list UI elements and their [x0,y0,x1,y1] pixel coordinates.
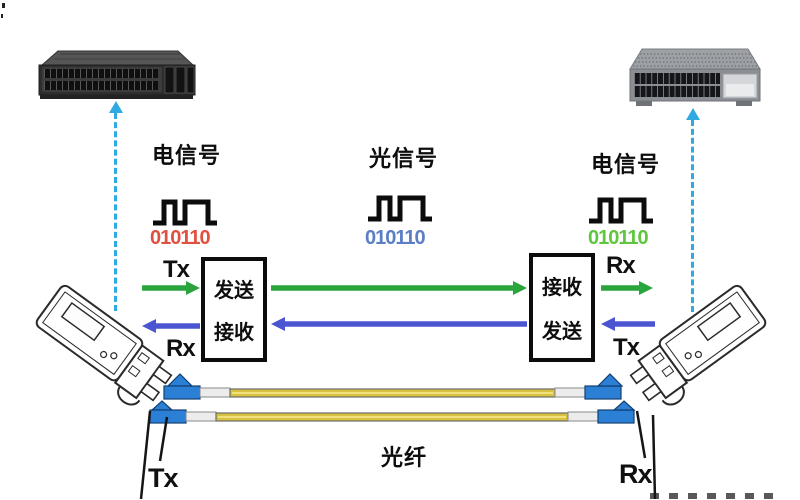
fiber-tx-label: Tx [148,463,178,493]
lc-latch-icon [166,373,194,387]
tx-label-left: Tx [163,256,190,283]
network-switch-image [38,50,196,99]
uplink-arrowhead-right [686,108,700,120]
tx-arrow-into-left-module [142,281,200,295]
optical-tx-arrow [271,281,527,295]
receive-label: 接收 [542,277,582,300]
electrical-signal-label-left: 电信号 [152,143,222,168]
optical-rx-arrow [271,317,527,331]
optical-signal-label: 光信号 [369,146,439,171]
electrical-signal-label-right: 电信号 [591,152,661,177]
lc-connector-left-upper [163,385,201,400]
cropped-text-fragment [650,493,782,499]
bitstream-right: 010110 [588,227,649,249]
sfp-transceiver-right [629,284,767,406]
lc-latch-icon [596,373,624,387]
square-wave-icon-right [589,197,653,224]
square-wave-icon-left [153,199,217,226]
sfp-transceiver-left [35,284,173,406]
optical-module-box-left: 发送 接收 [201,257,267,362]
tx-label-right: Tx [613,334,640,361]
rx-label-right: Rx [606,252,636,279]
lc-connector-right-upper [584,385,622,400]
uplink-dashed-line-left [114,113,117,311]
lc-latch-icon [612,400,636,411]
fiber-rx-label: Rx [619,459,653,489]
rx-arrow-out-of-right-module [601,281,653,295]
send-label: 发送 [214,280,254,302]
receive-label: 接收 [214,322,254,344]
bitstream-left: 010110 [150,227,211,249]
rx-label-left: Rx [166,335,196,362]
tx-arrow-into-right-module [601,317,655,331]
square-wave-icon-middle [368,195,432,222]
leader-lines-left [139,410,169,500]
optical-module-box-right: 接收 发送 [529,253,595,362]
leader-lines-right [635,410,657,500]
optical-fiber-label: 光纤 [381,445,428,470]
fiber-patch-cords [149,373,636,424]
scan-artifact [1,14,3,18]
scan-artifact [2,3,5,8]
bitstream-middle: 010110 [365,227,426,249]
uplink-arrowhead-left [109,101,123,113]
send-label: 发送 [542,320,582,343]
uplink-dashed-line-right [691,120,694,312]
line-card-image [629,48,761,106]
rx-arrow-out-of-left-module [142,319,200,333]
